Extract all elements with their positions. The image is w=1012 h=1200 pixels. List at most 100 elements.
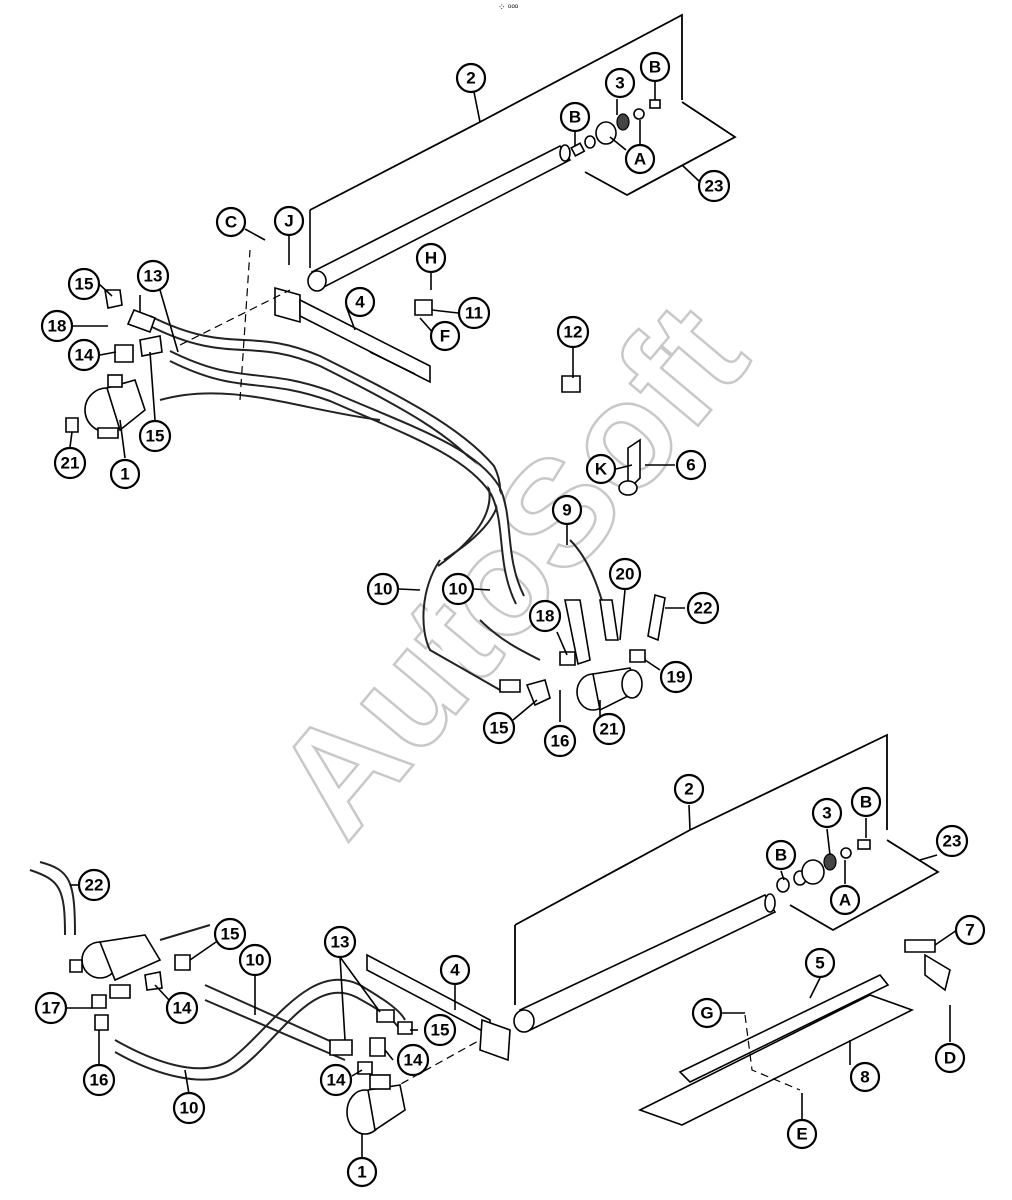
callout-10: 10 — [366, 572, 400, 606]
callout-label: F — [440, 327, 450, 346]
callout-10: 10 — [172, 1091, 206, 1125]
callout-label: 3 — [615, 74, 624, 93]
hoses-upper — [148, 315, 611, 691]
callout-22: 22 — [686, 591, 720, 625]
panel-8 — [637, 994, 915, 1126]
callout-label: D — [944, 1049, 956, 1068]
bracket-7 — [904, 939, 951, 992]
callout-13: 13 — [136, 259, 170, 293]
callout-label: J — [284, 212, 293, 231]
callout-h: H — [415, 242, 447, 274]
callout-b: B — [765, 839, 797, 871]
callout-label: 2 — [684, 780, 693, 799]
bracket-23-lower — [789, 839, 940, 932]
callout-label: B — [775, 846, 787, 865]
header-mark: ⁘ ᵒᵒᵒ — [498, 2, 519, 12]
callout-label: 11 — [465, 304, 483, 323]
callout-20: 20 — [608, 557, 642, 591]
callout-label: 8 — [860, 1068, 869, 1087]
callout-label: 18 — [536, 607, 555, 626]
callout-label: 14 — [404, 1051, 423, 1070]
callout-g: G — [691, 997, 723, 1029]
callout-label: 2 — [466, 69, 475, 88]
callout-label: B — [860, 793, 872, 812]
callout-label: 22 — [85, 876, 104, 895]
callout-f: F — [429, 320, 461, 352]
callout-c: C — [215, 206, 247, 238]
callout-label: A — [839, 891, 851, 910]
fitting-group-upper — [584, 99, 661, 149]
pump-lower — [346, 1074, 406, 1135]
callout-label: 3 — [822, 804, 831, 823]
callout-label: 4 — [355, 293, 365, 312]
callout-k: K — [585, 453, 617, 485]
callout-label: 10 — [180, 1099, 199, 1118]
callout-label: 4 — [450, 961, 460, 980]
callout-label: 7 — [965, 921, 974, 940]
callout-22: 22 — [77, 868, 111, 902]
callout-label: 23 — [705, 177, 724, 196]
callout-14: 14 — [67, 338, 101, 372]
callout-3: 3 — [604, 67, 636, 99]
callout-label: 5 — [815, 954, 824, 973]
callout-10: 10 — [441, 572, 475, 606]
callout-label: 10 — [374, 580, 393, 599]
callout-label: 14 — [327, 1071, 346, 1090]
callout-6: 6 — [675, 449, 707, 481]
callout-label: B — [569, 108, 581, 127]
callout-label: 14 — [173, 999, 192, 1018]
callout-e: E — [786, 1118, 818, 1150]
callout-label: K — [595, 460, 608, 479]
bracket-23-upper — [584, 101, 737, 197]
mounting-plate-upper — [274, 286, 431, 384]
deflector-5 — [678, 974, 890, 1083]
callout-label: 20 — [616, 565, 635, 584]
fitting-group-lower — [776, 839, 871, 893]
callout-7: 7 — [954, 914, 986, 946]
callout-2: 2 — [673, 773, 705, 805]
callout-d: D — [934, 1042, 966, 1074]
callout-21: 21 — [53, 446, 87, 480]
mounting-plate-lower — [366, 953, 511, 1062]
callout-5: 5 — [804, 947, 836, 979]
callout-label: 1 — [120, 465, 129, 484]
leader-lines-lower — [66, 804, 958, 1157]
lower-assembly — [29, 733, 958, 1157]
callout-1: 1 — [109, 458, 141, 490]
callout-15: 15 — [482, 711, 516, 745]
callout-label: 15 — [221, 925, 240, 944]
callout-14: 14 — [165, 991, 199, 1025]
callout-label: 21 — [600, 720, 619, 739]
callout-a: A — [624, 143, 656, 175]
callout-9: 9 — [551, 494, 583, 526]
callout-19: 19 — [659, 660, 693, 694]
callout-15: 15 — [67, 267, 101, 301]
callout-15: 15 — [138, 419, 172, 453]
callout-label: 23 — [943, 832, 962, 851]
callout-label: E — [796, 1125, 807, 1144]
callout-label: 14 — [75, 346, 94, 365]
callout-label: 16 — [90, 1071, 109, 1090]
callout-14: 14 — [319, 1063, 353, 1097]
callout-label: 19 — [667, 668, 686, 687]
callout-label: 22 — [694, 599, 713, 618]
heater-tube-upper — [307, 142, 586, 292]
callout-label: G — [700, 1004, 713, 1023]
pump-middle — [576, 667, 643, 712]
pump-upper — [84, 374, 146, 433]
callout-15: 15 — [423, 1013, 457, 1047]
callout-23: 23 — [697, 169, 731, 203]
callout-12: 12 — [556, 315, 590, 349]
callout-label: 1 — [357, 1163, 366, 1182]
callout-label: 17 — [42, 999, 61, 1018]
callout-label: 6 — [686, 456, 695, 475]
callout-a: A — [829, 884, 861, 916]
heater-tube-lower — [513, 893, 777, 1033]
callout-label: 13 — [144, 267, 163, 286]
callout-4: 4 — [439, 954, 471, 986]
callout-11: 11 — [457, 296, 491, 330]
callout-1: 1 — [346, 1156, 378, 1188]
callout-label: H — [425, 249, 437, 268]
callout-j: J — [273, 205, 305, 237]
